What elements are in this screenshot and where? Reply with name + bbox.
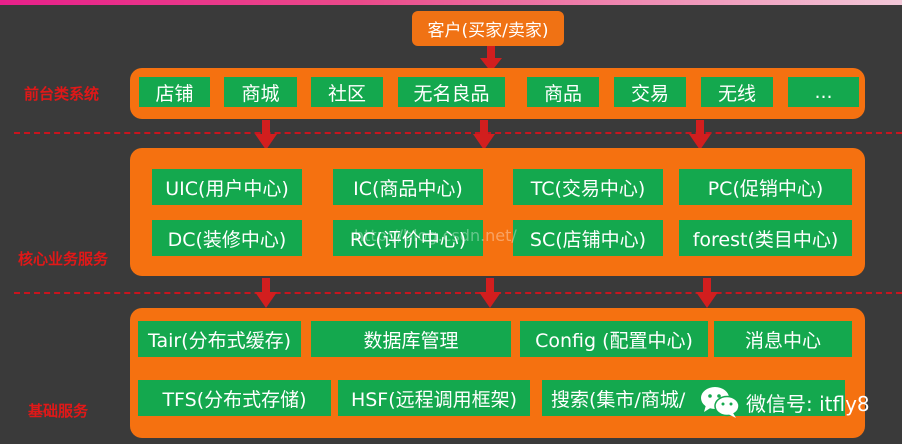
core-item-uic: UIC(用户中心) — [152, 169, 302, 205]
wechat-badge: 微信号: itfly8 — [700, 382, 870, 422]
frontend-item-community: 社区 — [311, 77, 383, 107]
base-item-search: 搜索(集市/商城/ — [542, 380, 845, 416]
frontend-item-mall: 商城 — [224, 77, 297, 107]
core-item-dc: DC(装修中心) — [152, 220, 302, 256]
base-item-search-label: 搜索(集市/商城/ — [551, 388, 686, 411]
core-layer-label: 核心业务服务 — [18, 250, 109, 268]
frontend-item-trade: 交易 — [614, 77, 686, 107]
client-box: 客户(买家/卖家) — [412, 11, 564, 46]
arrow-frontend-to-core-2 — [473, 120, 495, 150]
base-item-tfs: TFS(分布式存储) — [138, 380, 331, 416]
frontend-item-wireless: 无线 — [701, 77, 773, 107]
divider-core-base — [14, 292, 902, 294]
base-item-db: 数据库管理 — [311, 321, 511, 357]
core-item-pc: PC(促销中心) — [679, 169, 852, 205]
base-item-tair: Tair(分布式缓存) — [138, 321, 301, 357]
frontend-item-store: 店铺 — [139, 77, 210, 107]
core-item-tc: TC(交易中心) — [513, 169, 663, 205]
base-layer-label: 基础服务 — [28, 402, 89, 420]
arrow-frontend-to-core-3 — [689, 120, 711, 150]
base-item-config: Config (配置中心) — [520, 321, 708, 357]
arrow-core-to-base-1 — [255, 278, 277, 308]
wechat-id-label: 微信号: itfly8 — [746, 391, 870, 416]
frontend-item-more: ... — [788, 77, 859, 107]
frontend-layer-label: 前台类系统 — [24, 85, 100, 103]
base-item-message: 消息中心 — [714, 321, 852, 357]
core-item-sc: SC(店铺中心) — [513, 220, 663, 256]
frontend-item-muji: 无名良品 — [398, 77, 505, 107]
divider-frontend-core — [14, 132, 902, 134]
arrow-core-to-base-3 — [696, 278, 718, 308]
frontend-item-product: 商品 — [527, 77, 599, 107]
arrow-core-to-base-2 — [479, 278, 501, 308]
base-item-hsf: HSF(远程调用框架) — [338, 380, 530, 416]
arrow-frontend-to-core-1 — [255, 120, 277, 150]
top-accent-bar — [0, 0, 902, 5]
core-item-ic: IC(商品中心) — [333, 169, 483, 205]
csdn-watermark: http://blog.csdn.net/ — [354, 226, 517, 245]
arrow-client-to-frontend — [480, 46, 502, 72]
wechat-icon — [701, 387, 740, 418]
core-item-forest: forest(类目中心) — [679, 220, 852, 256]
core-panel — [130, 148, 865, 276]
core-item-rc: RC(评价中心) — [333, 220, 483, 256]
